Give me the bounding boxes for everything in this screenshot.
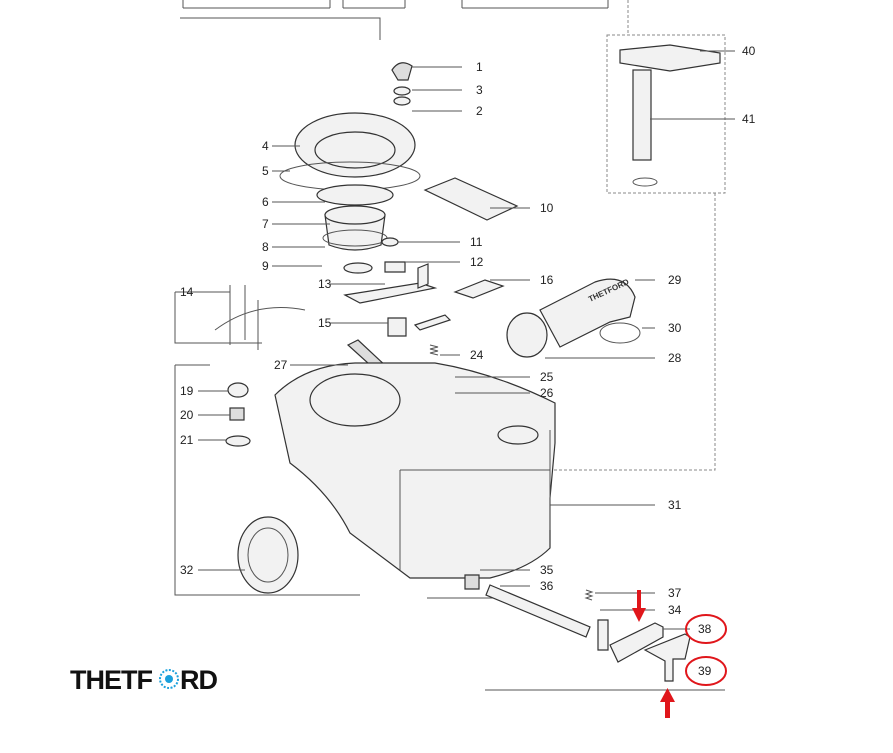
part-number: 31	[668, 498, 682, 512]
part-number: 24	[470, 348, 484, 362]
callout-7: 7	[262, 217, 330, 231]
part-number: 2	[476, 104, 483, 118]
part-number: 11	[470, 235, 483, 249]
callout-34: 34	[600, 603, 682, 617]
part-drawings: THETFORD	[214, 44, 721, 682]
part-number: 21	[180, 433, 194, 447]
callout-9: 9	[262, 259, 322, 273]
part-number: 9	[262, 259, 269, 273]
callout-27: 27	[274, 358, 348, 372]
callout-26: 26	[455, 386, 554, 400]
part-number: 4	[262, 139, 269, 153]
part-number: 15	[318, 316, 332, 330]
callout-19: 19	[180, 384, 228, 398]
part-number: 12	[470, 255, 484, 269]
highlight-circle	[685, 656, 727, 686]
callout-5: 5	[262, 164, 290, 178]
thetford-logo: THETF RD	[70, 665, 218, 695]
part-number: 27	[274, 358, 288, 372]
part-number: 30	[668, 321, 682, 335]
part-number: 26	[540, 386, 554, 400]
callout-3: 3	[412, 83, 483, 97]
callout-38: 38	[663, 614, 727, 644]
callout-24: 24	[440, 348, 484, 362]
callout-31: 31	[550, 498, 682, 512]
part-number: 39	[698, 664, 712, 678]
callout-36: 36	[500, 579, 554, 593]
part-number: 19	[180, 384, 194, 398]
callout-25: 25	[455, 370, 554, 384]
callout-21: 21	[180, 433, 226, 447]
red-arrow-up-icon	[660, 688, 675, 718]
callout-1: 1	[412, 60, 483, 74]
callout-39: 39	[685, 656, 727, 686]
part-number: 29	[668, 273, 682, 287]
part-number: 38	[698, 622, 712, 636]
part-number: 6	[262, 195, 269, 209]
logo-star-icon	[159, 669, 179, 689]
callout-10: 10	[490, 201, 554, 215]
callout-8: 8	[262, 240, 325, 254]
callout-20: 20	[180, 408, 230, 422]
callout-2: 2	[412, 104, 483, 118]
part-number: 1	[476, 60, 483, 74]
svg-text:RD: RD	[180, 665, 217, 695]
part-number: 14	[180, 285, 194, 299]
part-number: 16	[540, 273, 554, 287]
part-number: 13	[318, 277, 332, 291]
part-number: 7	[262, 217, 269, 231]
callout-12: 12	[405, 255, 484, 269]
callout-11: 11	[398, 235, 483, 249]
assembly-boundaries	[174, 0, 726, 691]
callout-35: 35	[480, 563, 554, 577]
callout-30: 30	[642, 321, 682, 335]
callout-37: 37	[595, 586, 682, 600]
callout-16: 16	[490, 273, 554, 287]
part-number: 34	[668, 603, 682, 617]
callout-29: 29	[635, 273, 682, 287]
callout-14: 14	[180, 285, 230, 299]
part-number: 32	[180, 563, 194, 577]
part-number: 10	[540, 201, 554, 215]
part-number: 5	[262, 164, 269, 178]
part-number: 20	[180, 408, 194, 422]
part-number: 3	[476, 83, 483, 97]
svg-text:THETF: THETF	[70, 665, 152, 695]
callout-40: 40	[700, 44, 756, 58]
part-number: 36	[540, 579, 554, 593]
part-number: 40	[742, 44, 756, 58]
part-number: 41	[742, 112, 756, 126]
part-number: 8	[262, 240, 269, 254]
highlight-circle	[685, 614, 727, 644]
callout-41: 41	[650, 112, 756, 126]
part-number: 25	[540, 370, 554, 384]
part-number: 37	[668, 586, 682, 600]
callout-6: 6	[262, 195, 325, 209]
callout-32: 32	[180, 563, 245, 577]
red-arrow-down-icon	[632, 590, 646, 622]
callout-4: 4	[262, 139, 300, 153]
callout-13: 13	[318, 277, 385, 291]
callout-28: 28	[545, 351, 682, 365]
part-number: 35	[540, 563, 554, 577]
callout-15: 15	[318, 316, 388, 330]
part-number: 28	[668, 351, 682, 365]
